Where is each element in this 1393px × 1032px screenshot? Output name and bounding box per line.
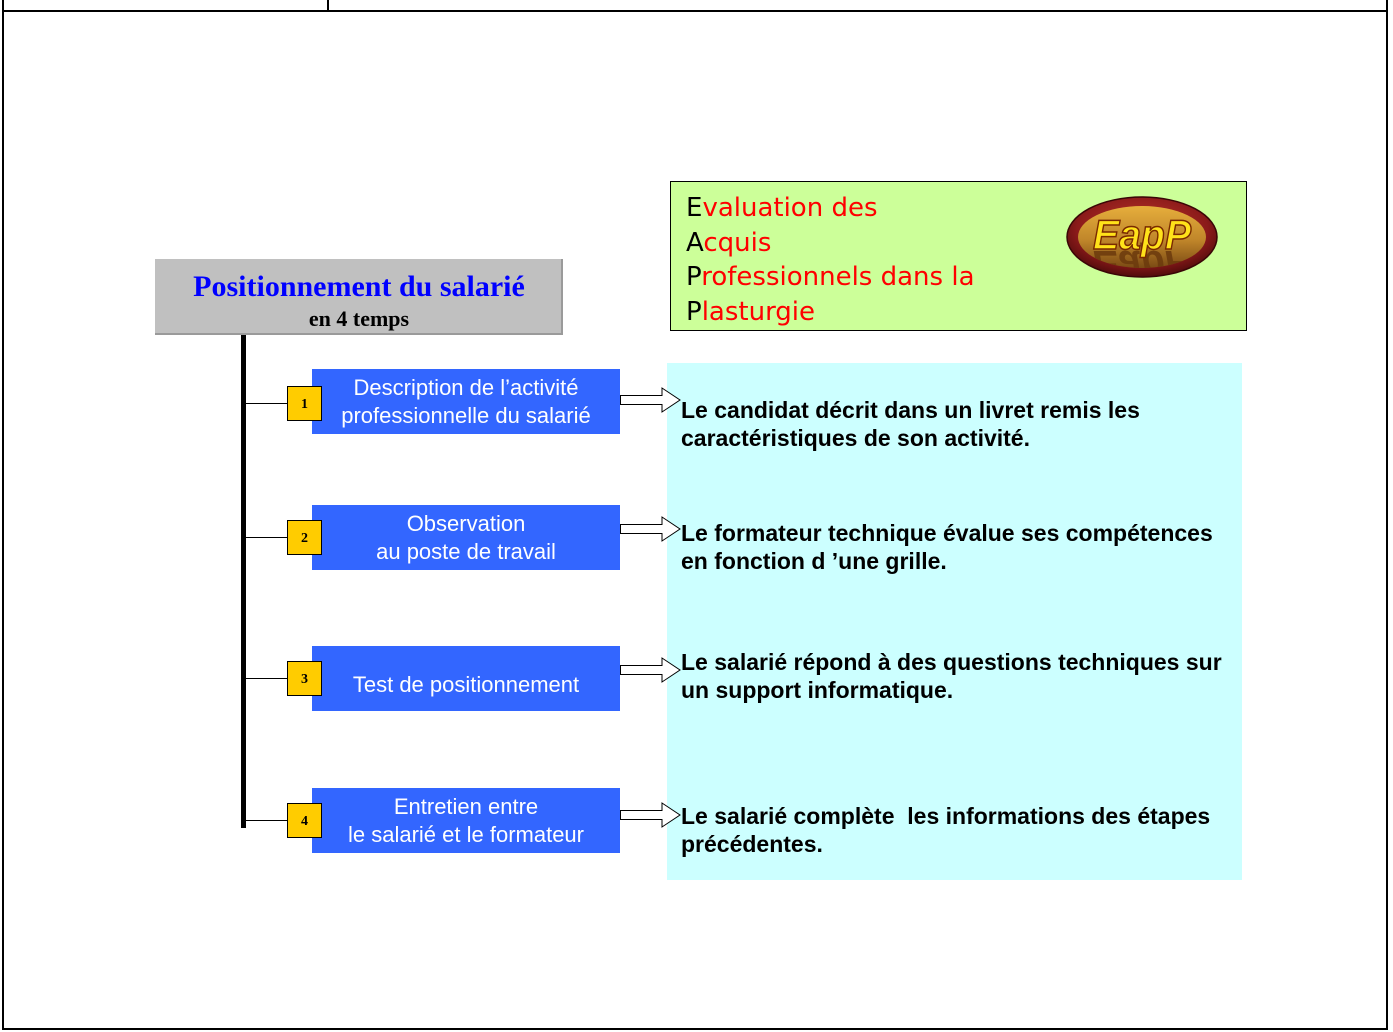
step-number-badge: 2 xyxy=(287,520,322,555)
step-4-description: Le salarié complète les informations des… xyxy=(681,802,1210,858)
step-label-box: Observation au poste de travail xyxy=(312,505,620,570)
step-number-badge: 4 xyxy=(287,803,322,838)
acronym-initial: A xyxy=(686,227,704,258)
timeline-connector xyxy=(246,678,287,679)
description-line: Le formateur technique évalue ses compét… xyxy=(681,520,1213,546)
step-label-line: professionnelle du salarié xyxy=(341,402,591,428)
step-label-line: Entretien entre xyxy=(393,793,539,819)
acronym-line-plasturgie: Plasturgie xyxy=(686,295,975,330)
page-title: Positionnement du salarié xyxy=(193,270,525,303)
step-3-description: Le salarié répond à des questions techni… xyxy=(681,648,1222,704)
description-line: Le candidat décrit dans un livret remis … xyxy=(681,397,1140,423)
eapp-logo: EapP EapP xyxy=(1066,196,1218,278)
acronym-rest: rofessionnels dans la xyxy=(701,262,975,293)
description-line: caractéristiques de son activité. xyxy=(681,425,1030,451)
step-label-box: Description de l’activité professionnell… xyxy=(312,369,620,434)
step-number-badge: 3 xyxy=(287,661,322,696)
step-1-description: Le candidat décrit dans un livret remis … xyxy=(681,396,1140,452)
positioning-title-box: Positionnement du salarié en 4 temps xyxy=(155,259,563,335)
timeline-connector xyxy=(246,820,287,821)
eapp-acronym-box: Evaluation des Acquis Professionnels dan… xyxy=(670,181,1247,331)
timeline-bar xyxy=(241,335,246,828)
step-number: 4 xyxy=(301,813,308,829)
timeline-connector xyxy=(246,537,287,538)
logo-text: EapP xyxy=(1093,211,1192,258)
description-line: précédentes. xyxy=(681,831,823,857)
block-arrow-right-icon xyxy=(620,387,681,413)
header-table-rule xyxy=(4,10,1386,12)
block-arrow-right-icon xyxy=(620,802,681,828)
step-2-description: Le formateur technique évalue ses compét… xyxy=(681,519,1213,575)
step-label-line: Observation xyxy=(406,510,526,536)
acronym-rest: lasturgie xyxy=(701,297,816,328)
step-label-box: Test de positionnement xyxy=(312,646,620,711)
acronym-rest: valuation des xyxy=(702,193,878,223)
acronym-line-evaluation: Evaluation des xyxy=(686,191,975,226)
header-table-divider xyxy=(327,0,329,11)
block-arrow-right-icon xyxy=(620,516,681,542)
acronym-line-acquis: Acquis xyxy=(686,226,975,261)
page-subtitle: en 4 temps xyxy=(308,306,410,331)
acronym-rest: cquis xyxy=(703,227,772,258)
acronym-initial: E xyxy=(686,193,703,223)
step-number: 1 xyxy=(301,396,308,412)
description-line: Le salarié répond à des questions techni… xyxy=(681,649,1222,675)
description-line: en fonction d ’une grille. xyxy=(681,548,947,574)
acronym-initial: P xyxy=(686,262,702,293)
block-arrow-right-icon xyxy=(620,657,681,683)
acronym-line-professionnels: Professionnels dans la xyxy=(686,260,975,295)
step-number-badge: 1 xyxy=(287,386,322,421)
logo-inner-disc xyxy=(1078,206,1206,268)
description-panel: Le candidat décrit dans un livret remis … xyxy=(667,363,1242,880)
step-label-line: Test de positionnement xyxy=(352,672,580,697)
description-line: un support informatique. xyxy=(681,677,954,703)
acronym-initial: P xyxy=(686,297,702,328)
step-label-line: Description de l’activité xyxy=(353,374,579,400)
step-number: 3 xyxy=(301,671,308,687)
step-label-box: Entretien entre le salarié et le formate… xyxy=(312,788,620,853)
timeline-connector xyxy=(246,403,287,404)
step-label-line: au poste de travail xyxy=(376,538,556,564)
acronym-lines: Evaluation des Acquis Professionnels dan… xyxy=(686,191,975,330)
step-number: 2 xyxy=(301,530,308,546)
description-line: Le salarié complète les informations des… xyxy=(681,803,1211,829)
step-label-line: le salarié et le formateur xyxy=(348,821,584,847)
